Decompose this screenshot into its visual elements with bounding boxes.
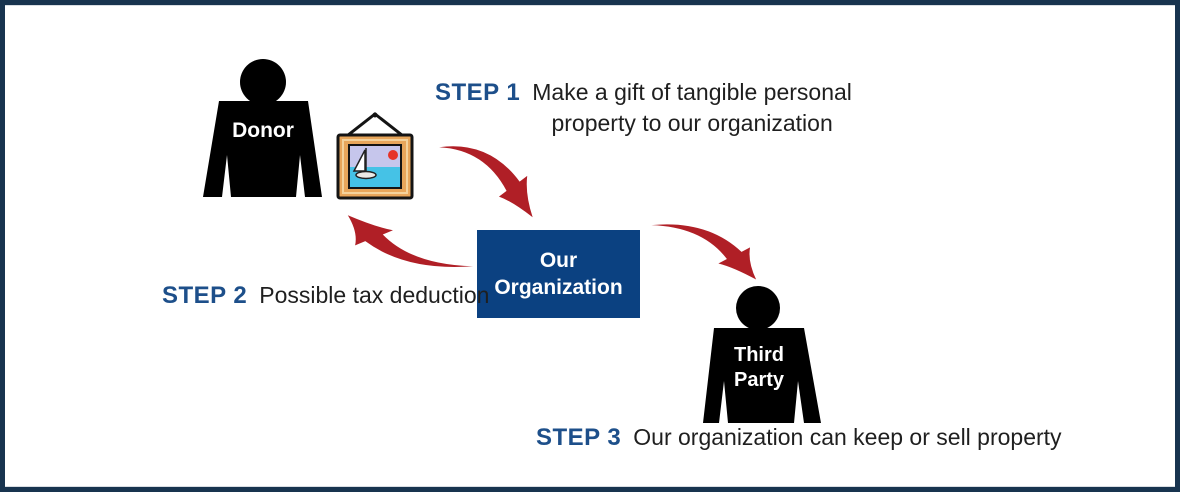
sailboat-sail	[352, 149, 366, 172]
donor-figure-icon: Donor	[203, 59, 322, 197]
third-party-label-line1: Third	[734, 344, 784, 366]
arrow-step3-org-to-third-party	[651, 224, 757, 280]
organization-label-line1: Our	[539, 249, 578, 272]
step3-caption: STEP 3 Our organization can keep or sell…	[536, 422, 1062, 453]
organization-label-line2: Organization	[494, 276, 623, 299]
picture-inner-border	[348, 144, 402, 189]
arrow-step2-org-to-donor	[347, 215, 474, 268]
picture-frame-bevel	[342, 139, 408, 194]
sailboat-hull	[355, 170, 377, 180]
donor-body	[203, 101, 322, 197]
picture-nail	[372, 112, 378, 118]
donor-label: Donor	[232, 119, 294, 142]
gift-picture-icon	[336, 112, 414, 200]
organization-box: Our Organization	[477, 230, 640, 318]
step2-text: Possible tax deduction	[259, 282, 490, 308]
third-party-label-line2: Party	[734, 369, 785, 391]
step3-label: STEP 3	[536, 424, 622, 451]
step2-caption: STEP 2 Possible tax deduction	[162, 280, 489, 311]
step1-caption: STEP 1 Make a gift of tangible personal …	[435, 77, 852, 139]
third-party-head	[736, 286, 780, 330]
step1-text-line1: Make a gift of tangible personal	[532, 79, 852, 105]
picture-sun	[388, 150, 398, 160]
third-party-body	[703, 328, 821, 423]
step2-label: STEP 2	[162, 282, 248, 309]
third-party-figure-icon: Third Party	[703, 286, 821, 423]
step1-label: STEP 1	[435, 79, 521, 106]
step3-text: Our organization can keep or sell proper…	[633, 424, 1062, 450]
donor-head	[240, 59, 286, 105]
step1-text: Make a gift of tangible personal propert…	[532, 77, 852, 139]
step1-text-line2: property to our organization	[551, 110, 833, 136]
